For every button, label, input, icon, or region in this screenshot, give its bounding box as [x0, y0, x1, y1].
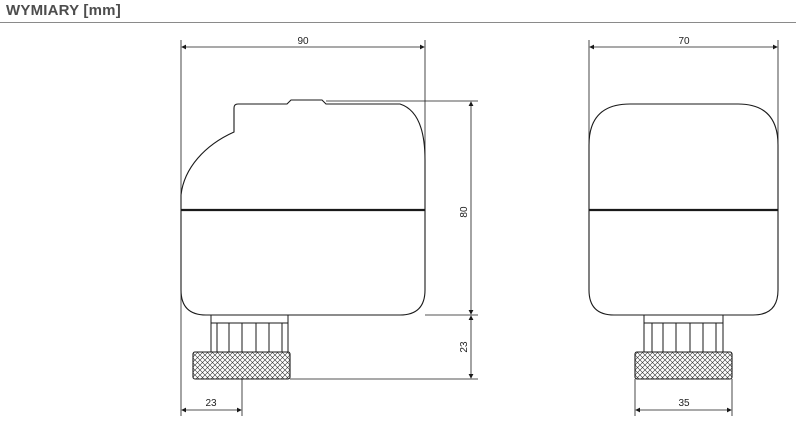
front-view-knurled-nut [634, 351, 733, 380]
dim-nut-35-label: 35 [678, 398, 690, 409]
dim-connector-23-label: 23 [459, 341, 470, 353]
front-view-body [588, 103, 779, 207]
front-view-connector [643, 315, 724, 352]
side-view-knurled-nut [192, 351, 291, 380]
dim-width-90-label: 90 [297, 36, 309, 47]
dim-height-80-label: 80 [459, 206, 470, 218]
dim-width-70-label: 70 [678, 36, 690, 47]
header-divider [0, 22, 796, 23]
front-view [588, 40, 779, 416]
page-title: WYMIARY [mm] [6, 2, 121, 19]
side-view-connector [210, 315, 289, 352]
front-view-body-lower [588, 207, 779, 316]
side-view-body [180, 99, 426, 207]
side-view [180, 40, 478, 416]
side-view-body-lower [180, 207, 426, 316]
dim-offset-23-label: 23 [205, 398, 217, 409]
